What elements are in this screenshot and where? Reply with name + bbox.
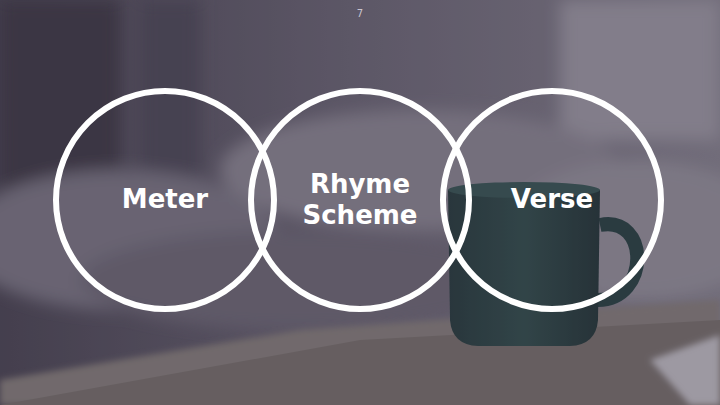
circle-label: Rhyme Scheme: [290, 169, 430, 231]
concept-circle: Rhyme Scheme: [248, 88, 472, 312]
concept-circle: Meter: [53, 88, 277, 312]
concept-circle: Verse: [440, 88, 664, 312]
circle-text-group: Rhyme Scheme: [290, 169, 430, 231]
circle-text-group: Meter: [122, 184, 208, 215]
circle-stroke: [443, 91, 661, 309]
circle-label: Meter: [122, 184, 208, 215]
circle-stroke: [251, 91, 469, 309]
circle-label: Verse: [511, 184, 593, 215]
circle-stroke: [56, 91, 274, 309]
circle-text-group: Verse: [511, 184, 593, 215]
page-number: 7: [357, 8, 363, 19]
